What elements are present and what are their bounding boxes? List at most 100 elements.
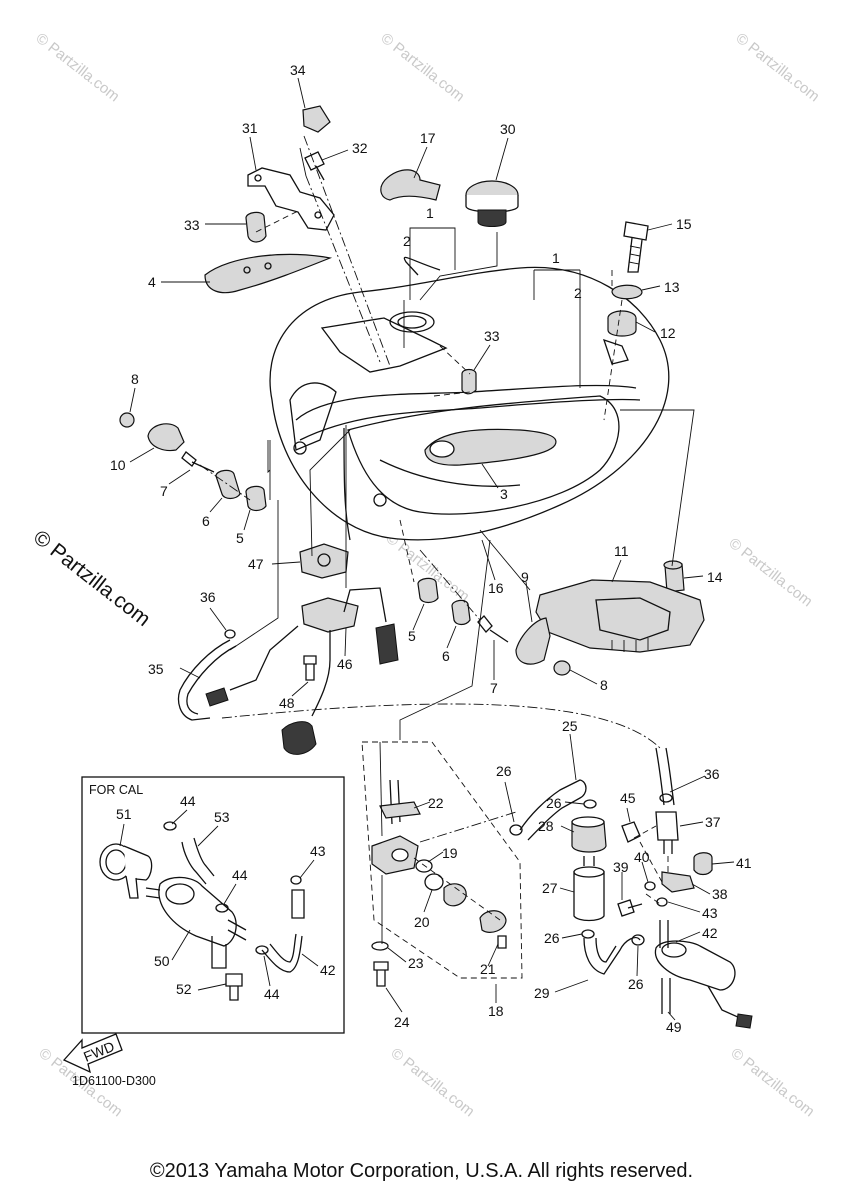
callout: 42 [320,962,336,978]
callout: 2 [574,285,582,301]
joint-37 [655,811,679,854]
callout: 23 [408,955,424,971]
callout: 36 [704,766,720,782]
fuel-pump-assembly [205,543,399,755]
callout: 53 [214,809,230,825]
callout: 25 [562,718,578,734]
watermark-tile: © Partzilla.com [33,30,123,106]
callout: 41 [736,855,752,871]
nut-8-left [119,412,135,428]
callout: 34 [290,62,306,78]
damper-14 [663,560,685,593]
joint-45 [621,821,641,843]
callout: 28 [538,818,554,834]
clamp-26a [509,824,523,836]
hose-29 [583,936,641,975]
petcock-kit-outline [361,741,523,979]
callout: 42 [702,925,718,941]
canister-50 [145,876,247,969]
callout: 36 [200,589,216,605]
fuel-tank [269,266,670,541]
callout: 9 [521,569,529,585]
bolt-32 [304,151,325,181]
callout: 32 [352,140,368,156]
bolt-15 [623,221,649,273]
callout: 5 [408,628,416,644]
watermark-tile: © Partzilla.com [733,30,823,106]
clamp-36-right [659,793,673,803]
callout: 6 [202,513,210,529]
callout: 26 [628,976,644,992]
callout: 45 [620,790,636,806]
callout: 12 [660,325,676,341]
collar-40 [644,881,656,891]
callout: 27 [542,880,558,896]
damper-5-right [417,577,439,604]
hose-35 [177,639,231,721]
clip-34 [302,105,331,133]
fuel-cap [465,180,519,227]
plate-21 [479,910,507,933]
callout: 14 [707,569,723,585]
damper-12 [607,310,637,337]
watermark-tile: © Partzilla.com [388,1045,478,1121]
collar-33-left [245,211,267,243]
callout: 47 [248,556,264,572]
callout: 33 [484,328,500,344]
watermark-tile: © Partzilla.com [726,535,816,611]
callout: 22 [428,795,444,811]
clamp-44a [163,821,177,831]
damper-5-left [245,485,267,512]
clamp-44c [255,945,269,955]
bolt-39 [617,899,643,917]
for-cal-label: FOR CAL [89,783,144,797]
callout: 17 [420,130,436,146]
guide-lines [199,135,695,944]
callout: 43 [702,905,718,921]
copyright-notice: ©2013 Yamaha Motor Corporation, U.S.A. A… [149,1160,694,1182]
inset-leaders [119,809,319,991]
callout: 16 [488,580,504,596]
callout: 26 [496,763,512,779]
callout: 29 [534,985,550,1001]
callout: 33 [184,217,200,233]
hose-25 [519,779,587,841]
bracket-9 [515,617,551,665]
bracket-10 [147,423,185,452]
bolt-48 [303,655,317,681]
oring-19 [415,859,433,873]
heat-shield-11 [535,579,705,653]
hose-43 [291,889,305,919]
callout: 4 [148,274,156,290]
callout: 43 [310,843,326,859]
clamp-44b [215,903,229,913]
tank-filler-opening [389,311,435,333]
nut-8-right [553,660,571,676]
callout: 13 [664,279,680,295]
oring-20 [424,873,444,891]
bolt-7-right [477,615,509,643]
callout: 8 [600,677,608,693]
callout: 5 [236,530,244,546]
callout: 40 [634,849,650,865]
bolt-7-left [181,451,215,473]
callout: 11 [614,543,629,559]
watermark-tile: © Partzilla.com [378,30,468,106]
callout: 2 [403,233,411,249]
washer-23 [371,941,389,951]
collar-6-left [215,469,241,500]
callout: 18 [488,1003,504,1019]
gasket-47 [299,543,349,579]
watermark-tile: © Partzilla.com [728,1045,818,1121]
drawing-code: 1D61100-D300 [72,1074,156,1088]
bolt-52 [225,973,243,1001]
callout: 24 [394,1014,410,1030]
callout: 44 [232,867,248,883]
damper-41 [693,852,713,876]
for-cal-inset-box [81,776,345,1034]
fwd-label: FWD [81,1038,117,1065]
callout: 21 [480,961,496,977]
callout: 49 [666,1019,682,1035]
callout: 20 [414,914,430,930]
